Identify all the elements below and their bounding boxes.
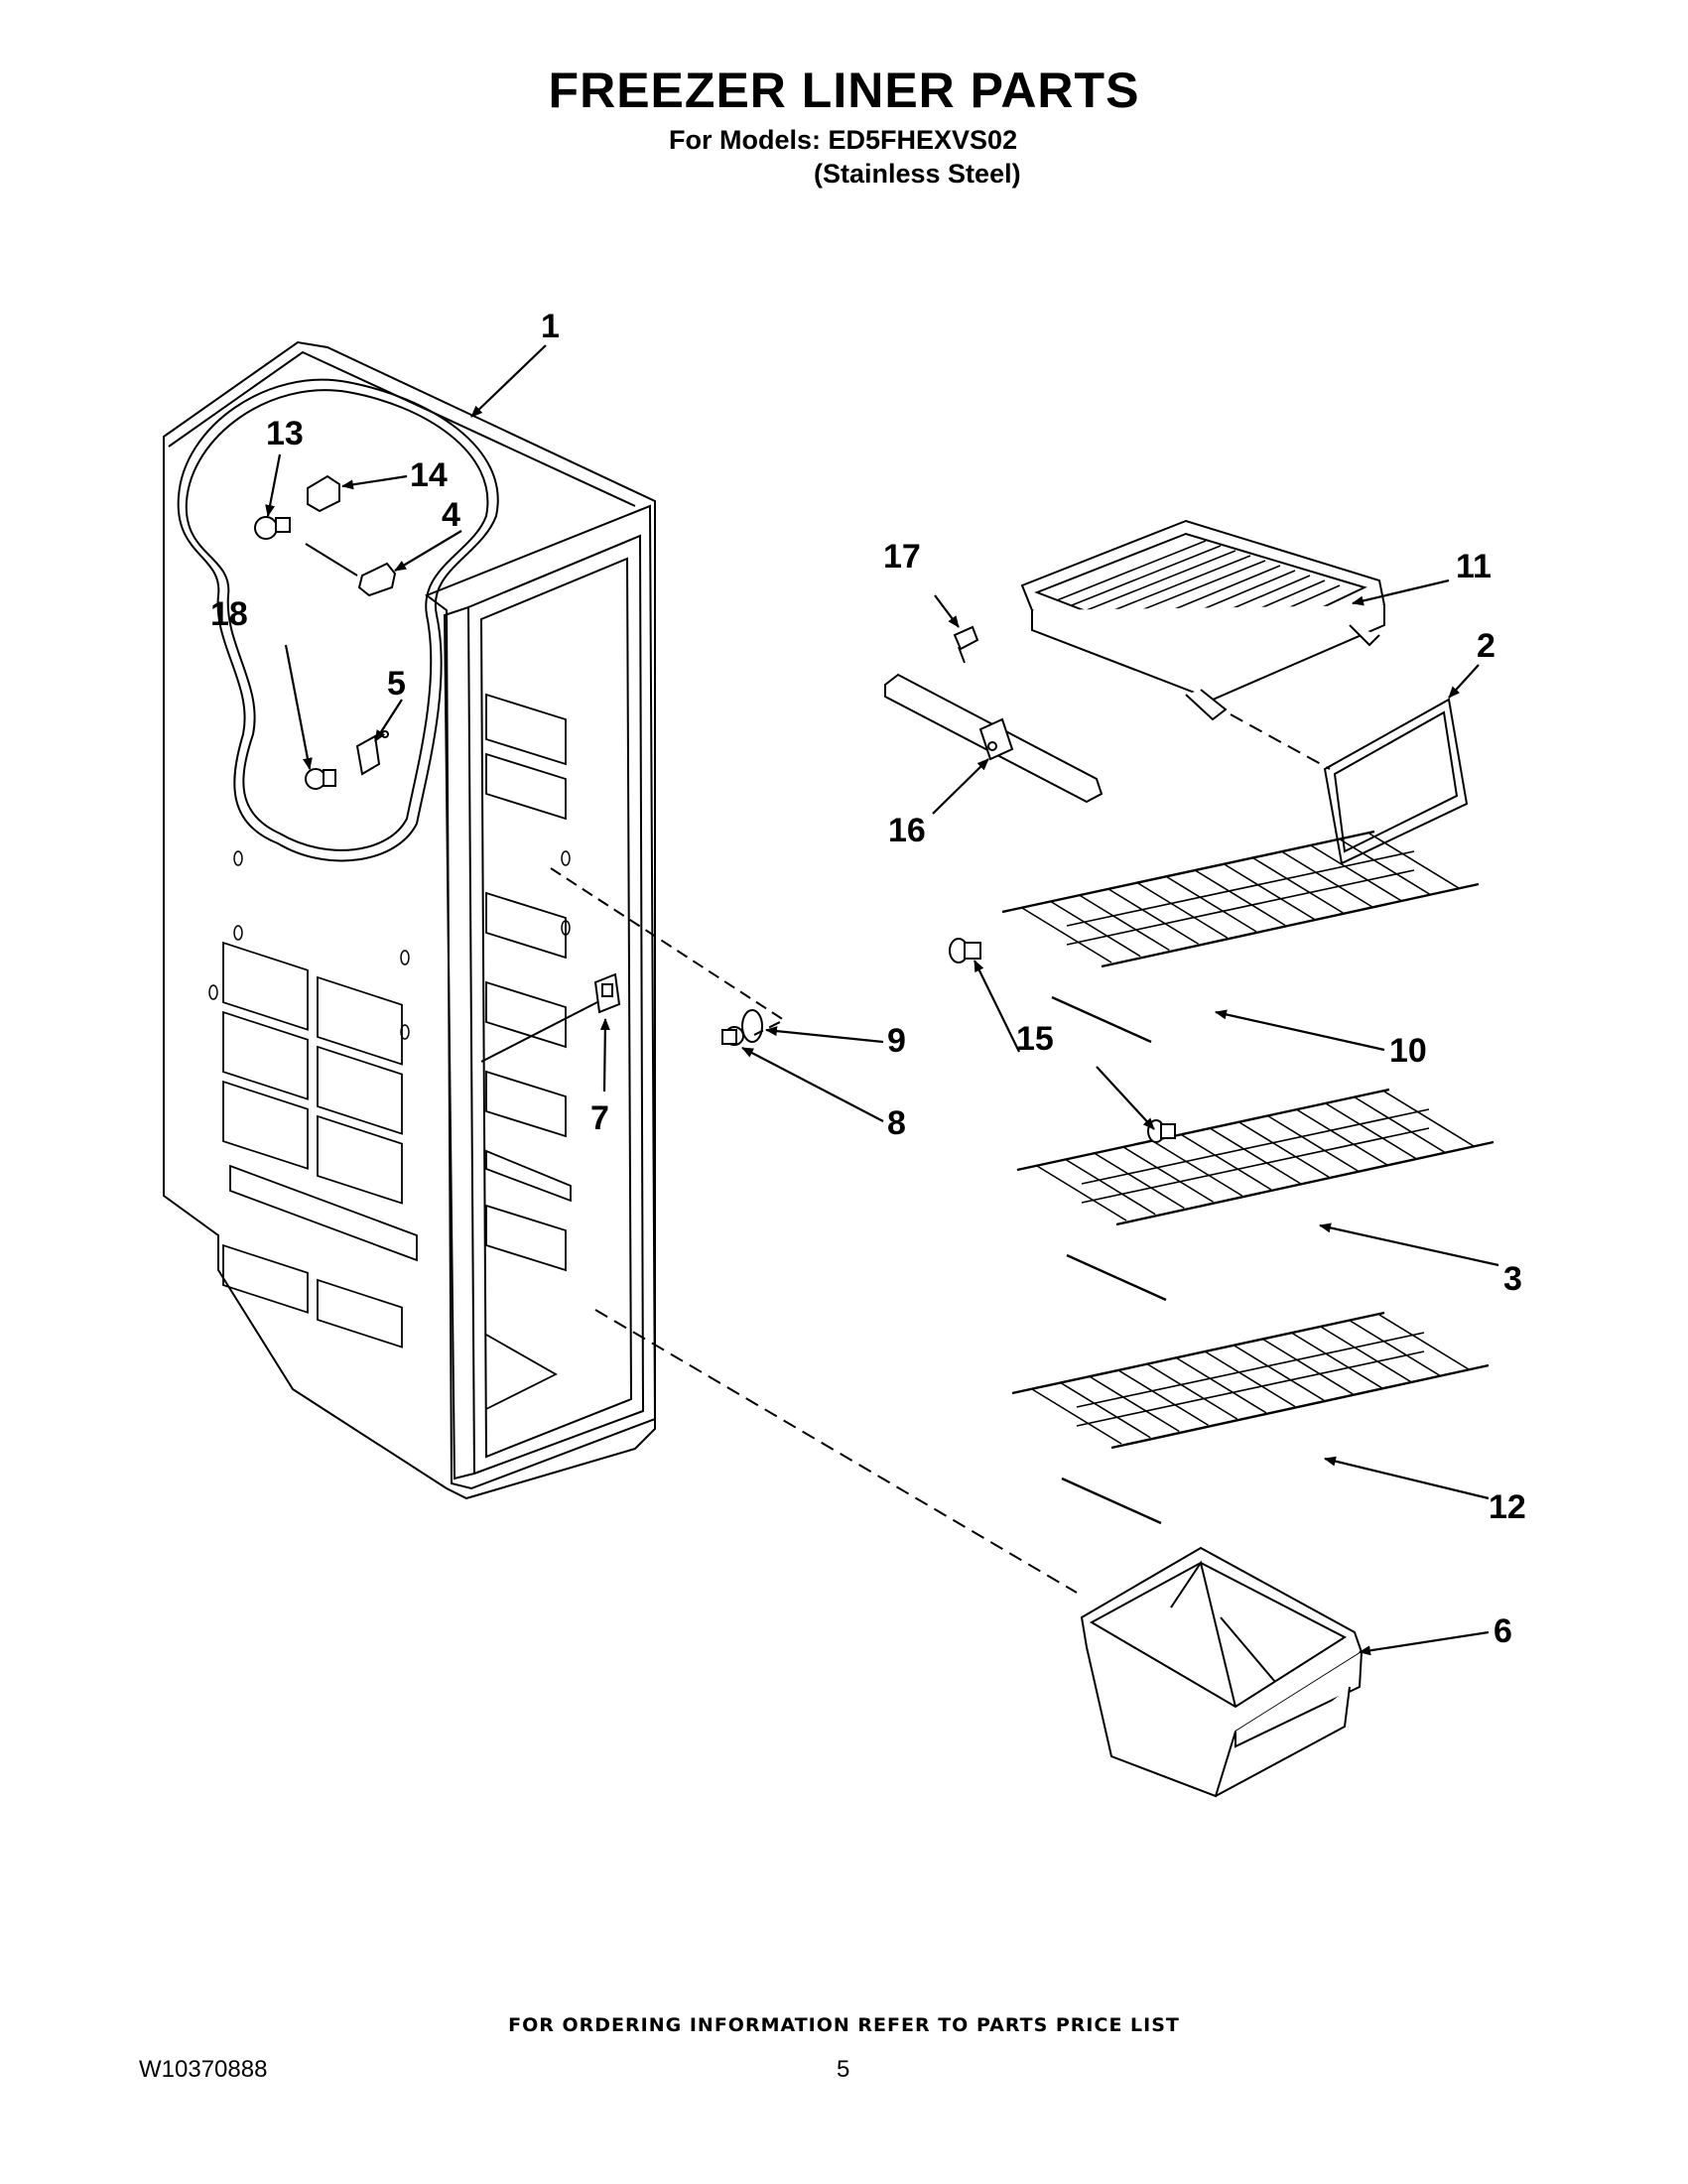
wire-shelf-12 xyxy=(1011,1311,1490,1525)
callout-labels: 1 2 3 4 5 6 7 8 9 10 11 12 13 14 15 16 1… xyxy=(210,308,1526,1650)
lamp-bulb xyxy=(254,516,291,540)
wire-shelf-10 xyxy=(1001,830,1480,1044)
document-number: W10370888 xyxy=(139,2056,268,2083)
callout-7: 7 xyxy=(590,1099,609,1137)
models-line: For Models: ED5FHEXVS02 xyxy=(669,125,1018,155)
page-number: 5 xyxy=(837,2056,850,2083)
ordering-note: FOR ORDERING INFORMATION REFER TO PARTS … xyxy=(508,2014,1180,2036)
callout-6: 6 xyxy=(1493,1612,1512,1650)
callout-3: 3 xyxy=(1503,1260,1522,1298)
callout-10: 10 xyxy=(1389,1032,1427,1070)
callout-2: 2 xyxy=(1477,627,1495,665)
shoulder-screw xyxy=(721,1009,763,1046)
callout-13: 13 xyxy=(266,415,304,452)
lamp-socket xyxy=(307,474,340,513)
callout-8: 8 xyxy=(887,1104,906,1142)
bracket-16 xyxy=(884,673,1104,804)
callout-15: 15 xyxy=(1016,1020,1054,1058)
screw-18 xyxy=(305,768,336,790)
callout-11: 11 xyxy=(1456,548,1492,585)
freezer-liner xyxy=(163,340,657,1500)
callout-5: 5 xyxy=(387,665,406,703)
leader-glass xyxy=(1230,713,1331,770)
leader-clip-7 xyxy=(480,1001,598,1063)
glass-insert xyxy=(1323,698,1469,865)
callout-17: 17 xyxy=(883,538,921,576)
screw-17 xyxy=(953,625,979,664)
callout-1: 1 xyxy=(541,308,560,345)
callout-16: 16 xyxy=(888,812,926,849)
finish-line: (Stainless Steel) xyxy=(814,159,1021,189)
shelf-stud xyxy=(949,938,1176,1143)
callout-18: 18 xyxy=(210,595,248,633)
clip-4 xyxy=(305,543,397,597)
callout-4: 4 xyxy=(442,496,460,534)
clip-7 xyxy=(593,972,621,1014)
wire-shelves xyxy=(1001,830,1494,1525)
callout-12: 12 xyxy=(1489,1488,1526,1526)
callout-9: 9 xyxy=(887,1022,906,1060)
callout-14: 14 xyxy=(410,456,448,494)
freezer-bin xyxy=(1080,1546,1363,1798)
page-title: FREEZER LINER PARTS xyxy=(548,63,1140,118)
callout-arrows xyxy=(265,344,1499,1656)
pan-frame xyxy=(1020,519,1386,721)
leader-bin xyxy=(594,1309,1078,1594)
wire-shelf-3 xyxy=(1016,1088,1494,1302)
